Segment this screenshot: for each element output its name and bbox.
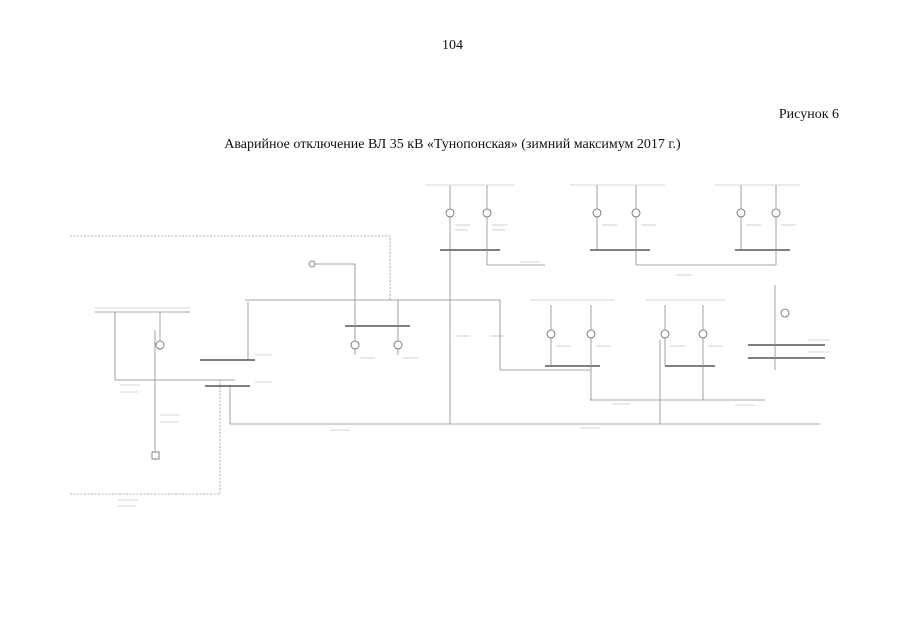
substation-branches xyxy=(159,185,777,400)
substation-top-ties xyxy=(95,184,800,309)
bus-bars xyxy=(200,249,825,387)
page-number: 104 xyxy=(442,38,463,53)
transformer-symbols xyxy=(151,208,790,460)
figure-label: Рисунок 6 xyxy=(778,107,839,122)
figure-title: Аварийное отключение ВЛ 35 кВ «Тунопонск… xyxy=(224,137,681,152)
annotation-marks xyxy=(118,224,830,507)
feeder-lines xyxy=(70,235,820,495)
